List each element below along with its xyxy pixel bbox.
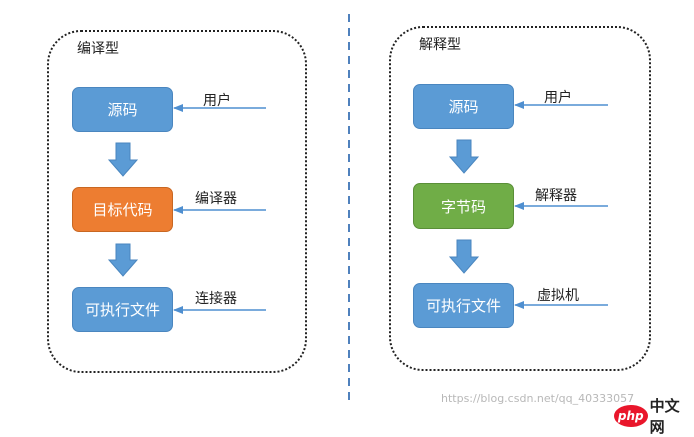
compiled-input-linker: 连接器 (195, 291, 237, 307)
watermark: https://blog.csdn.net/qq_40333057 (441, 392, 635, 405)
site-logo: php 中文网 (614, 395, 694, 437)
logo-text: 中文网 (649, 397, 680, 436)
interpreted-step-source: 源码 (413, 84, 514, 129)
interpreted-step-bytecode: 字节码 (413, 183, 514, 229)
interpreted-panel (389, 26, 651, 371)
interpreted-step-executable: 可执行文件 (413, 283, 514, 328)
compiled-step-source: 源码 (72, 87, 173, 132)
compiled-input-compiler: 编译器 (195, 191, 237, 207)
down-arrow-left-1 (107, 142, 139, 177)
compiled-input-user: 用户 (203, 93, 231, 109)
diagram-lines (107, 14, 608, 404)
interpreted-input-interpreter: 解释器 (535, 188, 577, 204)
compiled-step-executable: 可执行文件 (72, 287, 173, 332)
interpreted-input-vm: 虚拟机 (537, 288, 579, 304)
compiled-step-object-code: 目标代码 (72, 187, 173, 232)
compiled-panel (47, 30, 307, 373)
compiled-title: 编译型 (77, 41, 119, 57)
interpreted-input-user: 用户 (544, 90, 572, 106)
down-arrow-right-2 (448, 239, 480, 274)
down-arrow-right-1 (448, 139, 480, 174)
interpreted-title: 解释型 (419, 37, 461, 53)
down-arrow-left-2 (107, 243, 139, 277)
php-logo-mark: php (614, 405, 648, 427)
